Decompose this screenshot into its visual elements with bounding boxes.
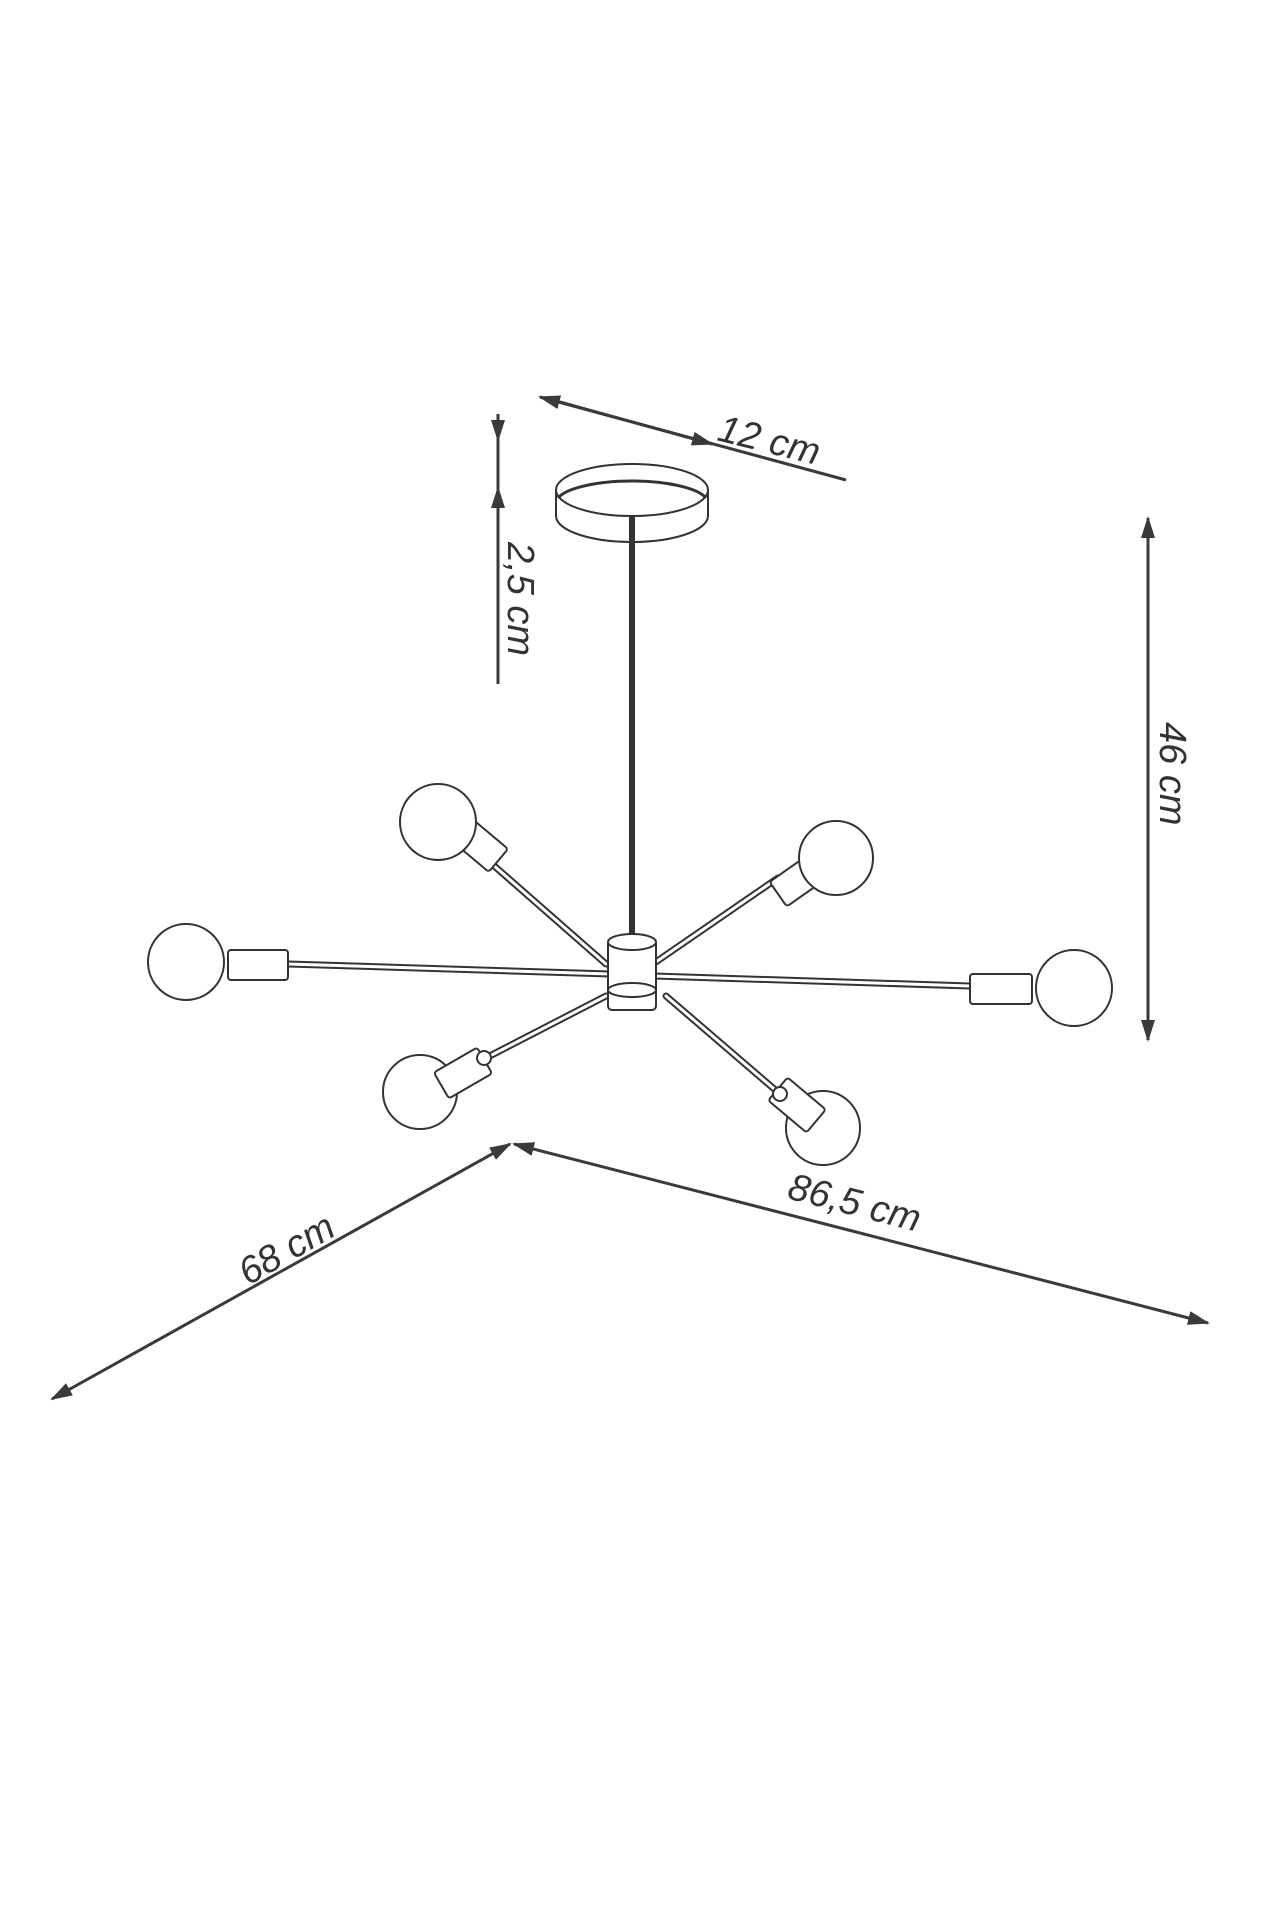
svg-text:86,5 cm: 86,5 cm — [784, 1166, 925, 1241]
svg-text:46 cm: 46 cm — [1151, 722, 1193, 825]
bulb-left — [147, 923, 289, 1001]
bulb-right — [969, 949, 1113, 1027]
bulb-lower-right — [768, 1077, 861, 1166]
svg-text:2,5 cm: 2,5 cm — [499, 541, 541, 656]
dimension-depth: 68 cm — [50, 1142, 512, 1401]
svg-text:12 cm: 12 cm — [714, 408, 825, 474]
dimension-width: 86,5 cm — [512, 1142, 1210, 1325]
svg-text:68 cm: 68 cm — [232, 1206, 343, 1294]
central-hub — [607, 933, 657, 1011]
ceiling-canopy — [555, 463, 709, 543]
dimension-total-height: 46 cm — [1141, 516, 1193, 1042]
dimension-canopy-diameter: 12 cm — [538, 395, 847, 482]
lamp-arms — [284, 860, 974, 1098]
dimension-canopy-height: 2,5 cm — [491, 414, 541, 684]
bulb-upper-right — [769, 820, 874, 907]
bulb-lower-left — [382, 1047, 493, 1130]
bulb-upper-left — [399, 783, 508, 872]
